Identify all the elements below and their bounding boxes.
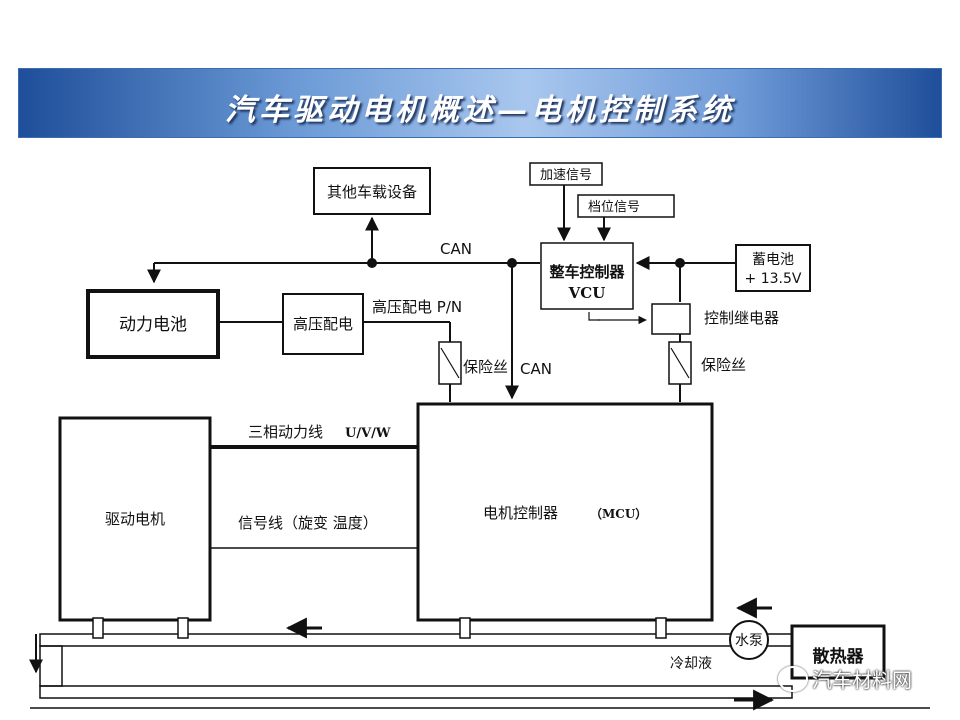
hv-distribution-box xyxy=(282,293,364,355)
vcu-relay-drive-mark xyxy=(588,312,600,321)
chat-bubble-icon xyxy=(778,665,808,692)
hv-pn-label: 高压配电 P/N xyxy=(372,298,462,316)
coolant-label: 冷却液 xyxy=(670,656,712,672)
coolant-pipe-left xyxy=(39,645,63,687)
coolant-pipe-lower xyxy=(39,685,793,699)
motor-controller-box xyxy=(416,402,714,622)
aux-battery-voltage: + 13.5V xyxy=(745,271,802,287)
fuse-right-element xyxy=(670,347,690,379)
motor-controller-label: 电机控制器 xyxy=(483,504,558,522)
mcu-label: （MCU） xyxy=(590,506,647,521)
signal-line-label: 信号线（旋变 温度） xyxy=(238,514,378,532)
fuse-left-label: 保险丝 xyxy=(463,358,508,376)
accel-signal-label: 加速信号 xyxy=(540,168,592,183)
control-relay-box xyxy=(651,303,691,335)
fuse-left-element xyxy=(440,347,460,379)
power-battery-box xyxy=(86,289,220,359)
drive-motor-label: 驱动电机 xyxy=(105,510,165,528)
title-banner: 汽车驱动电机概述—电机控制系统 xyxy=(18,68,942,138)
three-phase-label: 三相动力线 xyxy=(248,423,323,441)
motor-port-1 xyxy=(92,617,104,639)
water-pump xyxy=(729,620,769,660)
fuse-right-label: 保险丝 xyxy=(701,356,746,374)
motor-port-2 xyxy=(177,617,189,639)
mcu-port-2 xyxy=(655,617,667,639)
aux-battery-label: 蓄电池 xyxy=(752,252,794,268)
page-title: 汽车驱动电机概述—电机控制系统 xyxy=(225,93,735,128)
water-pump-label: 水泵 xyxy=(735,633,763,649)
vcu-box xyxy=(540,242,634,310)
radiator-label: 散热器 xyxy=(813,646,865,667)
watermark-text: 汽车材料网 xyxy=(812,668,912,692)
power-battery-label: 动力电池 xyxy=(119,315,187,335)
uvw-label: U/V/W xyxy=(345,426,391,441)
accel-signal-box xyxy=(529,162,603,186)
vcu-abbrev: VCU xyxy=(568,284,606,302)
gear-signal-label: 档位信号 xyxy=(588,200,640,215)
control-relay-label: 控制继电器 xyxy=(704,309,779,327)
radiator-box xyxy=(790,624,886,680)
can-mid-label: CAN xyxy=(520,360,552,378)
aux-battery-box xyxy=(735,244,811,292)
hv-distribution-label: 高压配电 xyxy=(293,315,353,333)
coolant-pipe-upper xyxy=(39,633,793,647)
can-top-label: CAN xyxy=(440,240,472,258)
other-devices-box xyxy=(313,167,431,215)
drive-motor-box xyxy=(58,416,212,622)
other-devices-label: 其他车载设备 xyxy=(327,183,417,201)
can-node-1 xyxy=(367,258,377,268)
vcu-label: 整车控制器 xyxy=(549,263,625,281)
watermark: 汽车材料网 xyxy=(778,664,912,693)
mcu-port-1 xyxy=(459,617,471,639)
gear-signal-box xyxy=(577,194,675,218)
